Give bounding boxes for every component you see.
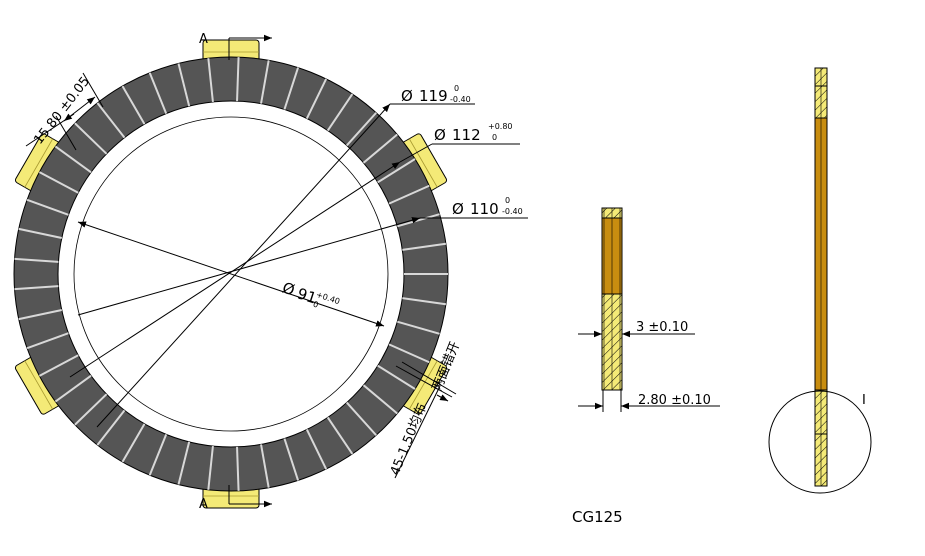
section-view: [601, 207, 623, 391]
d112-lower-tol: 0: [492, 133, 497, 142]
d119-lower-tol: -0.40: [450, 95, 471, 104]
friction-groove: [207, 58, 214, 103]
friction-groove: [326, 93, 354, 132]
leader-d110: [77, 217, 421, 316]
section-label-bottom: A: [199, 497, 208, 512]
friction-groove: [96, 409, 126, 446]
dim-d119: Ø 119 0 -0.40: [401, 84, 471, 105]
diameter-leaders: [69, 103, 528, 428]
d119-symbol: Ø: [401, 87, 413, 105]
detail-label: I: [862, 393, 866, 408]
d119-upper-tol: 0: [454, 84, 459, 93]
section-label-top: A: [199, 32, 208, 47]
friction-groove: [402, 297, 447, 306]
friction-groove: [74, 122, 108, 155]
thickness-total-label: 3 ±0.10: [636, 320, 688, 335]
friction-groove: [377, 364, 416, 390]
friction-groove: [236, 57, 240, 102]
d91-symbol: Ø: [280, 279, 297, 300]
friction-groove: [388, 343, 430, 364]
dim-d91: Ø 91 +0.40 0: [280, 279, 341, 310]
friction-groove: [14, 285, 59, 291]
d112-symbol: Ø: [434, 126, 446, 144]
d110-symbol: Ø: [452, 200, 464, 218]
friction-groove: [305, 78, 328, 119]
friction-groove: [305, 429, 328, 470]
friction-groove: [148, 72, 168, 114]
friction-groove: [26, 198, 69, 216]
friction-groove: [402, 242, 447, 251]
d91-lower-tol: 0: [312, 300, 320, 310]
friction-groove: [260, 444, 270, 488]
d119-value: 119: [419, 87, 448, 105]
friction-groove: [18, 227, 62, 240]
friction-groove: [26, 332, 69, 350]
friction-groove: [388, 184, 430, 205]
part-name: CG125: [572, 508, 623, 526]
dim-thickness-total: [578, 318, 695, 342]
friction-groove: [54, 145, 92, 174]
d110-lower-tol: -0.40: [502, 207, 523, 216]
dim-d112: Ø 112 +0.80 0: [434, 122, 513, 144]
side-view: [768, 67, 872, 494]
friction-groove: [177, 63, 191, 107]
core-edge: [73, 116, 389, 432]
friction-groove: [38, 354, 79, 377]
friction-groove: [236, 446, 240, 491]
friction-groove: [397, 320, 440, 335]
friction-groove: [74, 393, 108, 426]
friction-groove: [121, 423, 146, 463]
d110-value: 110: [470, 200, 499, 218]
friction-groove: [377, 158, 416, 184]
friction-groove: [54, 374, 92, 403]
d110-upper-tol: 0: [505, 196, 510, 205]
section-mark-top: [228, 34, 272, 60]
friction-groove: [18, 308, 62, 321]
friction-groove: [38, 171, 79, 194]
dim-thickness-core: [578, 390, 720, 412]
friction-groove: [346, 112, 377, 147]
leader-d112-ext: [399, 143, 433, 163]
friction-groove: [14, 257, 59, 263]
d91-value: 91: [295, 284, 319, 307]
friction-groove: [207, 445, 214, 490]
d112-upper-tol: +0.80: [488, 122, 513, 131]
friction-groove: [148, 434, 168, 476]
friction-groove: [121, 85, 146, 125]
friction-groove: [362, 133, 398, 164]
friction-groove: [96, 102, 126, 139]
friction-groove: [260, 60, 270, 104]
section-mark-bottom: [228, 485, 272, 508]
thickness-core-label: 2.80 ±0.10: [638, 393, 711, 408]
dim-tab-width: [25, 72, 104, 151]
friction-groove: [326, 416, 354, 455]
clutch-plate-front-view: [13, 39, 449, 509]
friction-groove: [362, 384, 398, 415]
groove-leaders: [394, 361, 457, 479]
friction-groove: [177, 441, 191, 485]
leader-d91: [77, 221, 385, 327]
dim-d110: Ø 110 0 -0.40: [452, 196, 523, 218]
leader-d112: [69, 161, 401, 378]
d112-value: 112: [452, 126, 481, 144]
detail-circle: [768, 390, 872, 494]
friction-groove: [283, 438, 300, 481]
friction-groove: [346, 401, 377, 436]
friction-groove: [283, 67, 300, 110]
leader-d119: [96, 103, 391, 428]
